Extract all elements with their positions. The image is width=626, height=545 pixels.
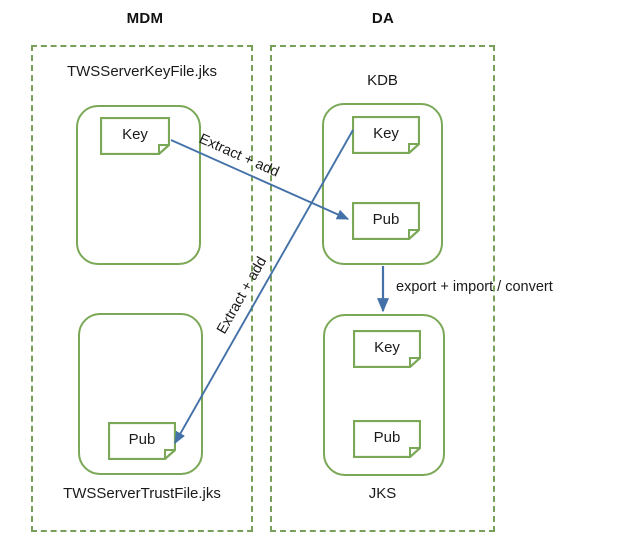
doc-key-tws-server-key-file: Key <box>100 117 170 155</box>
document-icon <box>353 330 421 368</box>
doc-label: Key <box>373 124 399 142</box>
doc-key-jks: Key <box>353 330 421 368</box>
doc-label: Pub <box>128 430 156 448</box>
doc-pub-jks: Pub <box>353 420 421 458</box>
panel-title-da: DA <box>371 10 395 27</box>
panel-title-mdm: MDM <box>126 10 164 27</box>
doc-key-kdb: Key <box>352 116 420 154</box>
doc-label: Pub <box>373 428 401 446</box>
doc-pub-tws-server-trust-file: Pub <box>108 422 176 460</box>
doc-label: Key <box>122 125 148 143</box>
document-icon <box>353 420 421 458</box>
doc-pub-kdb: Pub <box>352 202 420 240</box>
store-label-tws-server-key-file: TWSServerKeyFile.jks <box>66 63 218 80</box>
doc-label: Pub <box>372 210 400 228</box>
document-icon <box>100 117 170 155</box>
store-label-kdb: KDB <box>367 72 398 89</box>
store-label-tws-server-trust-file: TWSServerTrustFile.jks <box>63 485 221 502</box>
document-icon <box>108 422 176 460</box>
arrow-label-kdb-to-jks: export + import / convert <box>396 279 553 295</box>
store-label-jks: JKS <box>368 485 397 502</box>
doc-label: Key <box>374 338 400 356</box>
